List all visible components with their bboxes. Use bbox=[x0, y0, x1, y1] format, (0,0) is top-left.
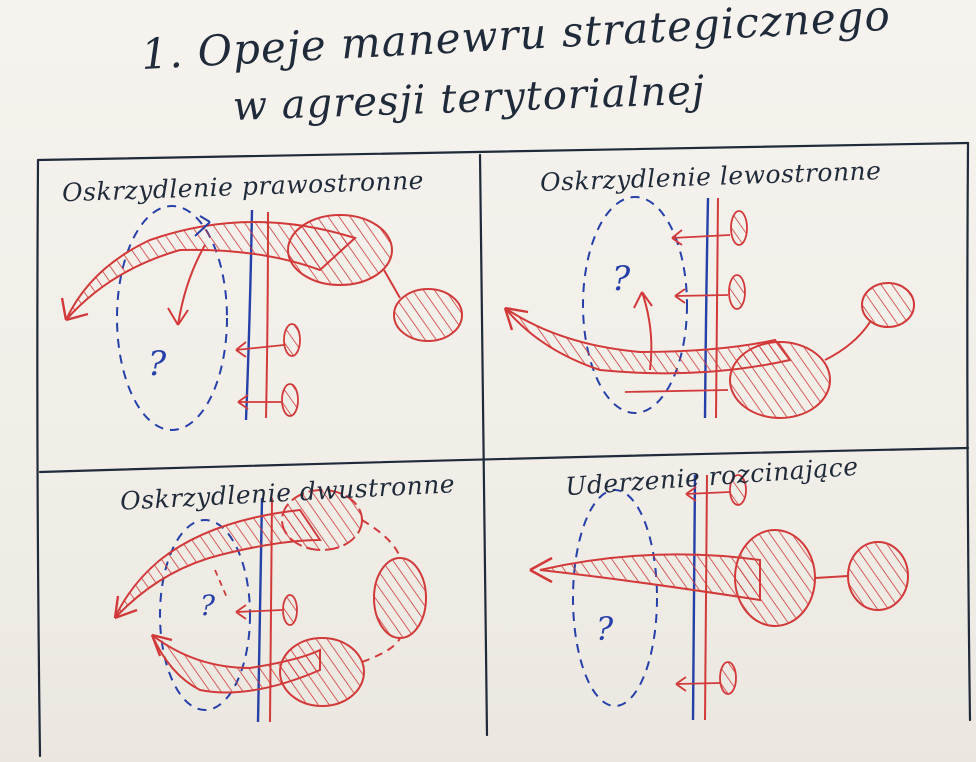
small-arrow-1 bbox=[685, 486, 731, 502]
attack-arrowhead bbox=[60, 297, 89, 322]
lower-arrowhead bbox=[150, 633, 173, 657]
small-unit-2 bbox=[728, 274, 746, 310]
upper-arrowhead bbox=[113, 595, 138, 620]
lower-force-ellipse bbox=[279, 637, 365, 707]
turning-arrow bbox=[167, 244, 206, 326]
panel-left-flank: ? bbox=[503, 196, 915, 419]
frame-middle-divider-vertical bbox=[478, 153, 489, 737]
small-unit-1 bbox=[283, 323, 301, 357]
small-unit-2 bbox=[281, 383, 299, 417]
small-arrow-1 bbox=[671, 229, 731, 246]
force-link-lower bbox=[361, 637, 401, 663]
force-link bbox=[814, 575, 849, 579]
small-arrow-2 bbox=[674, 288, 729, 304]
small-unit-1 bbox=[730, 210, 748, 246]
unknown-marker: ? bbox=[148, 344, 167, 384]
small-arrow-2 bbox=[237, 394, 282, 410]
reserve-force-ellipse bbox=[373, 557, 427, 639]
force-link-upper bbox=[361, 519, 401, 559]
main-force-ellipse bbox=[729, 341, 831, 419]
reserve-force-ellipse bbox=[861, 282, 915, 328]
force-link bbox=[824, 321, 871, 361]
small-unit-1 bbox=[729, 474, 747, 506]
front-line bbox=[715, 197, 719, 419]
unknown-defender-zone bbox=[572, 489, 658, 707]
cutting-arrowhead bbox=[529, 556, 553, 584]
unknown-defender-zone bbox=[582, 196, 688, 414]
turning-arrow bbox=[633, 291, 653, 371]
unknown-marker: ? bbox=[200, 589, 216, 622]
small-flag-arrow bbox=[194, 215, 211, 237]
cutting-arrow-hatched bbox=[539, 553, 761, 602]
frame-top-border bbox=[36, 141, 970, 162]
inner-arrow bbox=[214, 569, 229, 601]
defense-line bbox=[691, 474, 697, 721]
main-force-ellipse bbox=[734, 529, 816, 627]
frame-left-border bbox=[36, 158, 42, 758]
frame-right-border bbox=[966, 141, 972, 722]
small-unit-1 bbox=[282, 594, 298, 626]
small-arrow-1 bbox=[235, 604, 283, 620]
unknown-defender-zone bbox=[159, 519, 251, 711]
main-force-ellipse bbox=[287, 214, 393, 286]
small-arrow-1 bbox=[235, 341, 285, 358]
panel-cutting-strike: ? bbox=[529, 474, 909, 721]
attack-arrowhead bbox=[503, 306, 529, 331]
grid-frame bbox=[36, 141, 972, 758]
unknown-defender-zone bbox=[116, 205, 228, 431]
frame-middle-divider-horizontal bbox=[38, 446, 970, 474]
small-arrow-2 bbox=[675, 676, 721, 692]
small-unit-2 bbox=[719, 661, 737, 695]
force-link bbox=[383, 269, 401, 299]
unknown-marker: ? bbox=[596, 610, 614, 648]
reserve-force-ellipse bbox=[847, 541, 909, 611]
small-arrow-3 bbox=[624, 389, 729, 393]
front-line bbox=[704, 474, 708, 721]
unknown-marker: ? bbox=[612, 259, 631, 299]
reserve-force-ellipse bbox=[393, 288, 463, 342]
defense-line bbox=[703, 197, 710, 419]
panel-right-flank: ? bbox=[60, 205, 463, 431]
panel-double-flank: ? bbox=[113, 489, 427, 723]
